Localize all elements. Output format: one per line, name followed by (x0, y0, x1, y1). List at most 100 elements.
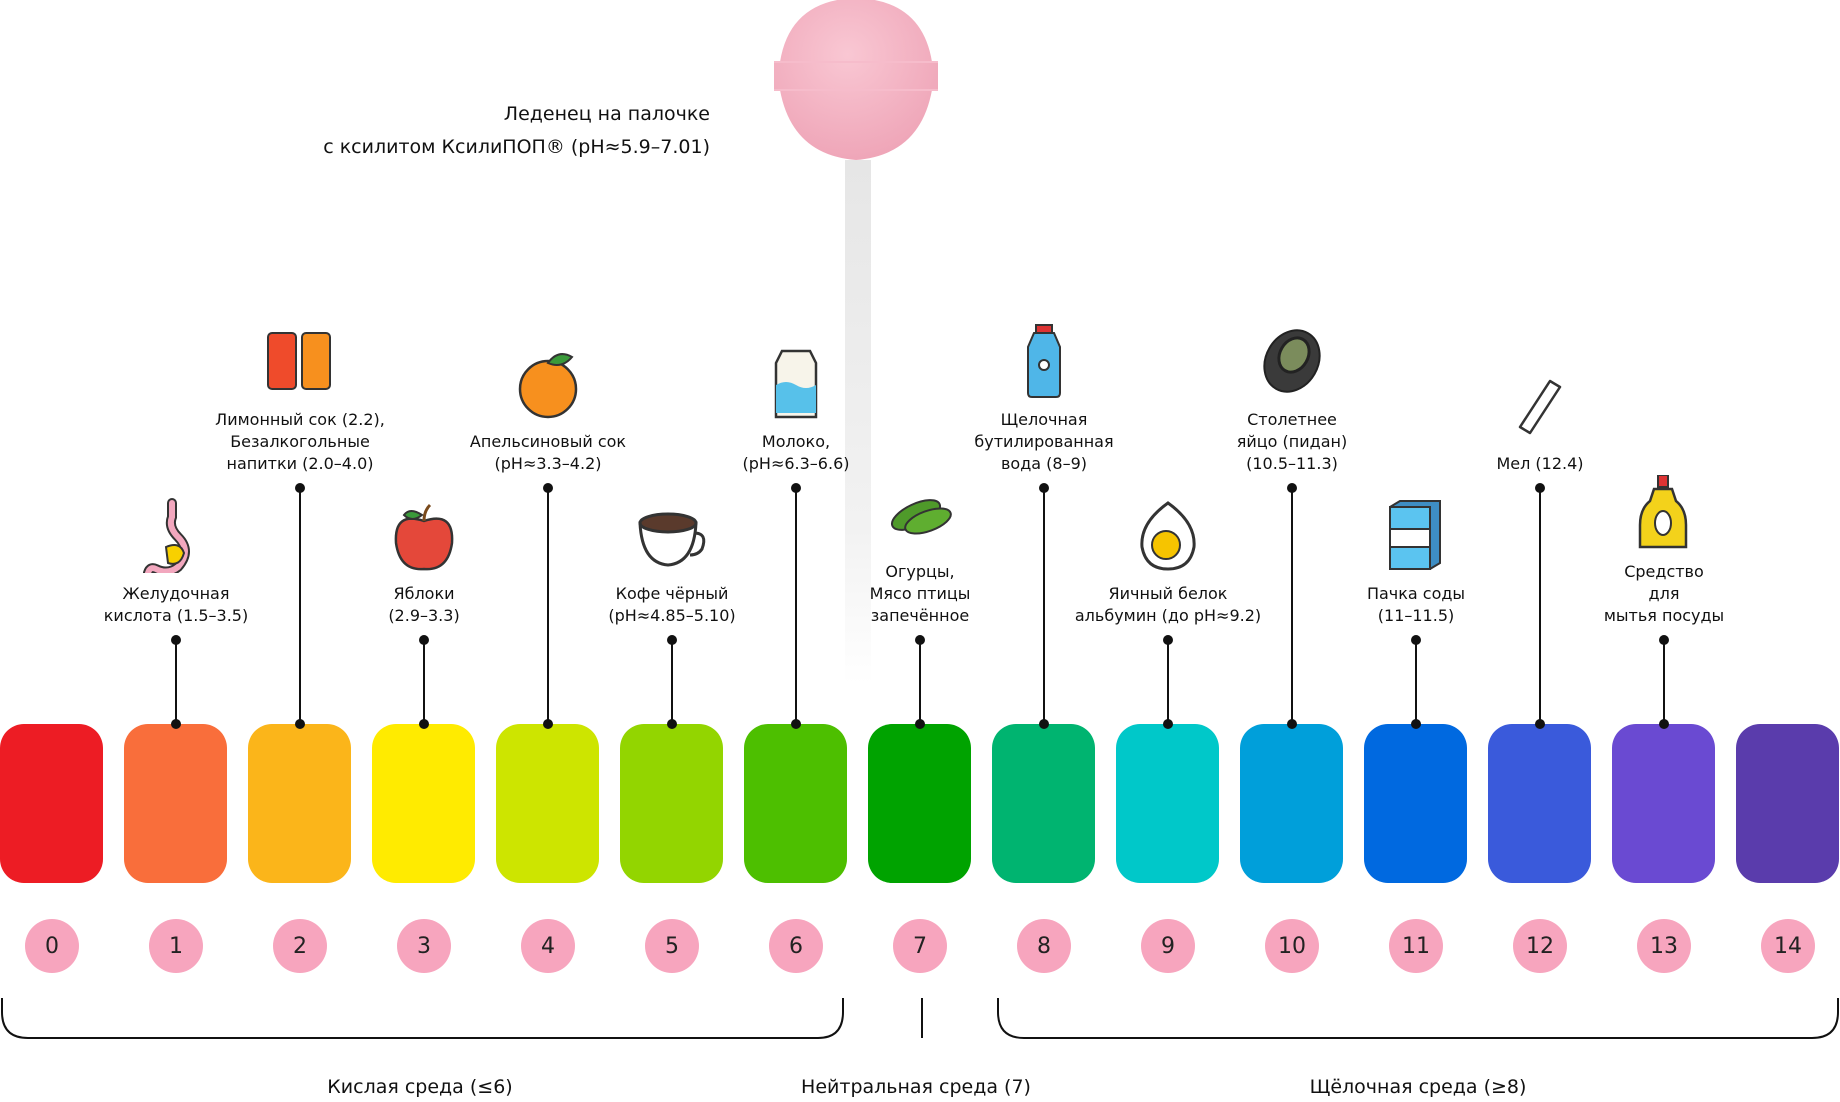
example-label: Апельсиновый сок (pH≈3.3–4.2) (469, 432, 627, 473)
pointer-dot (1659, 719, 1669, 729)
pointer-dot (171, 719, 181, 729)
pointer-line (1663, 640, 1665, 724)
pointer-dot (915, 719, 925, 729)
ph-value-badge: 13 (1637, 919, 1691, 973)
soda-cans-icon (267, 332, 331, 390)
ph-swatch-4 (496, 724, 599, 883)
pointer-dot (1411, 719, 1421, 729)
pointer-dot (1535, 719, 1545, 729)
example-item: Столетнее яйцо (пидан) (10.5–11.3) (1182, 0, 1402, 475)
example-label: Средство для мытья посуды (1603, 562, 1725, 625)
stomach-icon (143, 498, 190, 573)
ph-value-badge: 2 (273, 919, 327, 973)
pointer-line (919, 640, 921, 724)
pointer-dot (791, 719, 801, 729)
ph-value-badge: 1 (149, 919, 203, 973)
ph-value-badge: 9 (1141, 919, 1195, 973)
zone-acid-label: Кислая среда (≤6) (327, 1076, 513, 1098)
ph-value-badge: 12 (1513, 919, 1567, 973)
example-item: Мел (12.4) (1430, 0, 1650, 475)
example-label: Яблоки (2.9–3.3) (388, 584, 460, 625)
soda-box-icon (1389, 500, 1441, 570)
pointer-line (1167, 640, 1169, 724)
dish-soap-icon (1638, 475, 1688, 549)
example-item: Апельсиновый сок (pH≈3.3–4.2) (438, 0, 658, 475)
ph-value-badge: 8 (1017, 919, 1071, 973)
apple-icon (394, 503, 454, 571)
water-bottle-icon (1027, 324, 1061, 398)
pointer-line (1043, 488, 1045, 724)
ph-swatch-13 (1612, 724, 1715, 883)
ph-swatch-1 (124, 724, 227, 883)
pointer-line (795, 488, 797, 724)
lollipop-caption-line2: с ксилитом КсилиПОП® (pH≈5.9–7.01) (323, 136, 710, 158)
pointer-dot (419, 719, 429, 729)
example-item: Яблоки (2.9–3.3) (314, 0, 534, 627)
ph-swatch-9 (1116, 724, 1219, 883)
ph-swatch-2 (248, 724, 351, 883)
pointer-line (299, 488, 301, 724)
alkaline-bracket (997, 998, 1839, 1039)
pointer-dot (295, 719, 305, 729)
example-label: Огурцы, Мясо птицы запечённое (869, 562, 971, 625)
milk-carton-icon (774, 349, 818, 419)
example-label: Яичный белок альбумин (до pH≈9.2) (1074, 584, 1262, 625)
example-label: Пачка соды (11–11.5) (1366, 584, 1466, 625)
zone-neutral-label: Нейтральная среда (7) (801, 1076, 1031, 1098)
pointer-line (1291, 488, 1293, 724)
example-label: Щелочная бутилированная вода (8–9) (974, 410, 1114, 473)
ph-value-badge: 14 (1761, 919, 1815, 973)
ph-swatch-8 (992, 724, 1095, 883)
example-item: Молоко, (pH≈6.3–6.6) (686, 0, 906, 475)
cucumbers-icon (890, 499, 952, 535)
lollipop-caption: Леденец на палочке с ксилитом КсилиПОП® … (323, 98, 710, 164)
ph-swatch-14 (1736, 724, 1839, 883)
pointer-line (175, 640, 177, 724)
ph-value-badge: 11 (1389, 919, 1443, 973)
example-item: Средство для мытья посуды (1554, 0, 1774, 627)
pointer-line (1415, 640, 1417, 724)
ph-value-badge: 6 (769, 919, 823, 973)
pointer-dot (543, 719, 553, 729)
example-item: Щелочная бутилированная вода (8–9) (934, 0, 1154, 475)
pointer-line (423, 640, 425, 724)
orange-icon (518, 353, 578, 419)
example-label: Столетнее яйцо (пидан) (10.5–11.3) (1236, 410, 1348, 473)
acid-bracket (1, 998, 844, 1039)
pointer-dot (1039, 719, 1049, 729)
ph-value-badge: 3 (397, 919, 451, 973)
pointer-dot (1287, 719, 1297, 729)
ph-swatch-10 (1240, 724, 1343, 883)
ph-swatch-0 (0, 724, 103, 883)
pointer-dot (1163, 719, 1173, 729)
ph-swatch-7 (868, 724, 971, 883)
pointer-line (671, 640, 673, 724)
example-item: Яичный белок альбумин (до pH≈9.2) (1058, 0, 1278, 627)
example-item: Лимонный сок (2.2), Безалкогольные напит… (190, 0, 410, 475)
pointer-dot (667, 719, 677, 729)
lollipop-caption-line1: Леденец на палочке (503, 103, 710, 125)
ph-value-badge: 5 (645, 919, 699, 973)
ph-swatch-5 (620, 724, 723, 883)
ph-swatch-6 (744, 724, 847, 883)
zone-brackets (1, 998, 1839, 1039)
example-item: Пачка соды (11–11.5) (1306, 0, 1526, 627)
example-label: Мел (12.4) (1496, 454, 1584, 473)
ph-value-badge: 7 (893, 919, 947, 973)
example-item: Огурцы, Мясо птицы запечённое (810, 0, 1030, 627)
lollipop-stick (845, 160, 871, 685)
ph-swatch-3 (372, 724, 475, 883)
ph-value-badge: 10 (1265, 919, 1319, 973)
ph-value-badge: 0 (25, 919, 79, 973)
ph-swatch-12 (1488, 724, 1591, 883)
ph-value-badge: 4 (521, 919, 575, 973)
example-label: Лимонный сок (2.2), Безалкогольные напит… (215, 410, 385, 473)
example-item: Кофе чёрный (pH≈4.85–5.10) (562, 0, 782, 627)
chalk-icon (1518, 379, 1562, 435)
example-item: Желудочная кислота (1.5–3.5) (66, 0, 286, 627)
century-egg-icon (1263, 329, 1321, 393)
example-label: Желудочная кислота (1.5–3.5) (103, 584, 249, 625)
pointer-line (547, 488, 549, 724)
pointer-line (1539, 488, 1541, 724)
lollipop-candy-image (774, 0, 938, 160)
